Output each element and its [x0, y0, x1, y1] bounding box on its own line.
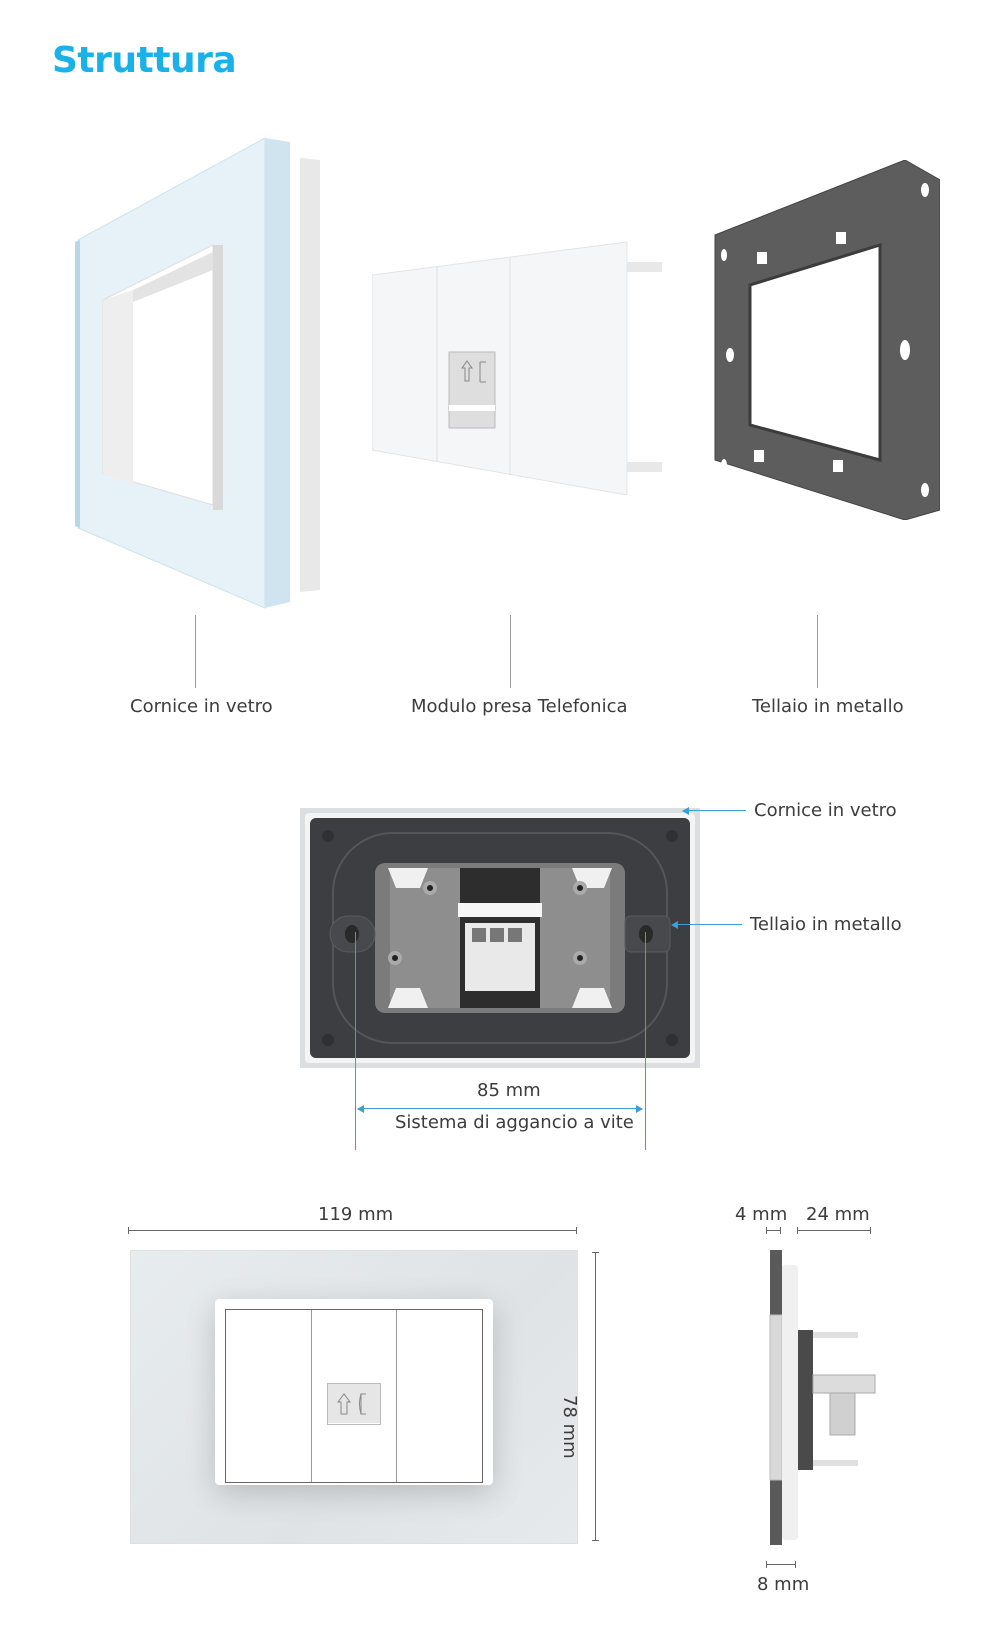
base-thickness-line [766, 1561, 796, 1568]
telephone-socket-module-image [371, 240, 662, 496]
callout-label-glass-frame: Cornice in vetro [754, 800, 897, 821]
height-dimension-value: 78 mm [559, 1395, 580, 1459]
mount-hole-guide-left [355, 932, 356, 1150]
leader-line [195, 615, 196, 688]
leader-line [817, 615, 818, 688]
mount-distance-value: 85 mm [477, 1080, 541, 1101]
callout-arrow-glass-frame [682, 807, 746, 815]
mount-distance-arrow [357, 1105, 643, 1113]
label-metal-frame: Tellaio in metallo [752, 696, 904, 717]
depth-value: 24 mm [806, 1204, 870, 1225]
telephone-handset-icon [359, 1393, 366, 1415]
height-dimension-line [592, 1252, 599, 1541]
mount-hole-guide-right [645, 932, 646, 1150]
module-plate [215, 1299, 493, 1485]
callout-arrow-metal-frame [671, 921, 742, 929]
width-dimension-value: 119 mm [318, 1204, 394, 1225]
base-thickness-value: 8 mm [757, 1574, 810, 1595]
mount-system-label: Sistema di aggancio a vite [395, 1112, 634, 1133]
width-dimension-line [128, 1227, 577, 1234]
metal-frame-image [710, 159, 941, 521]
rj11-jack [327, 1383, 381, 1425]
rear-view-image [300, 808, 700, 1068]
page-title: Struttura [52, 40, 237, 81]
glass-frame-image [75, 130, 320, 610]
callout-label-metal-frame: Tellaio in metallo [750, 914, 902, 935]
depth-line [797, 1227, 871, 1234]
leader-line [510, 615, 511, 688]
front-view-image [130, 1250, 578, 1544]
arrow-up-icon [337, 1393, 351, 1415]
side-profile-image [765, 1250, 885, 1545]
glass-thickness-line [766, 1227, 781, 1234]
label-telephone-module: Modulo presa Telefonica [411, 696, 628, 717]
glass-thickness-value: 4 mm [735, 1204, 788, 1225]
module-outline [225, 1309, 483, 1483]
label-glass-frame: Cornice in vetro [130, 696, 273, 717]
